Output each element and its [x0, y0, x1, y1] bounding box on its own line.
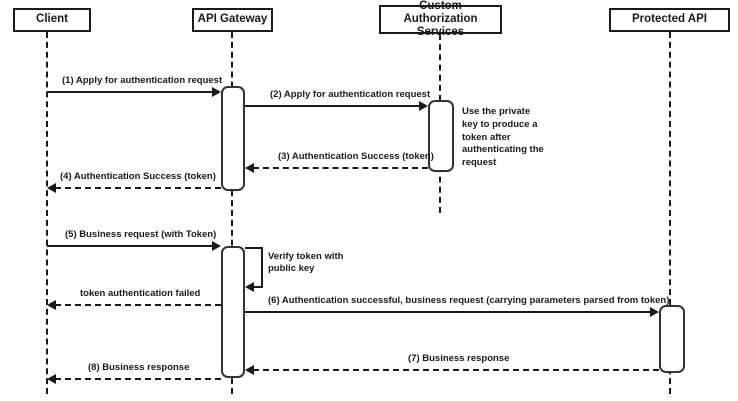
actor-protected-api-label: Protected API	[632, 13, 707, 26]
message-8-label: (8) Business response	[88, 362, 190, 373]
lifeline-api-gateway	[231, 32, 233, 394]
arrowhead-right-icon	[650, 307, 659, 317]
arrowhead-right-icon	[212, 241, 221, 251]
lifeline-client	[46, 32, 48, 394]
activation-protected-api	[659, 305, 685, 373]
message-2-label: (2) Apply for authentication request	[270, 89, 431, 100]
actor-client-label: Client	[36, 13, 68, 26]
arrowhead-left-icon	[47, 183, 56, 193]
lifeline-protected-api	[669, 32, 671, 394]
message-fail-line	[55, 304, 221, 306]
actor-custom-authorization-services-label: Custom Authorization Services	[403, 0, 478, 39]
message-1-label: (1) Apply for authentication request	[62, 75, 223, 86]
message-5-label: (5) Business request (with Token)	[65, 229, 217, 240]
message-6-label: (6) Authentication successful, business …	[268, 295, 670, 306]
actor-client: Client	[13, 8, 91, 32]
self-message-vertical-line	[261, 247, 263, 287]
note-private-key: Use the private key to produce a token a…	[462, 106, 544, 169]
actor-custom-authorization-services: Custom Authorization Services	[379, 0, 502, 38]
message-7-line	[253, 369, 659, 371]
arrowhead-left-icon	[47, 300, 56, 310]
message-4-label: (4) Authentication Success (token)	[60, 171, 216, 182]
message-3-line	[253, 167, 428, 169]
message-7-label: (7) Business response	[408, 353, 510, 364]
arrowhead-left-icon	[245, 365, 254, 375]
message-fail-label: token authentication failed	[80, 288, 201, 299]
message-2-line	[245, 105, 419, 107]
arrowhead-left-icon	[245, 282, 254, 292]
activation-api-gateway-business	[221, 246, 245, 378]
message-6-line	[245, 311, 650, 313]
arrowhead-left-icon	[47, 374, 56, 384]
message-3-label: (3) Authentication Success (token)	[278, 151, 434, 162]
self-message-return-line	[253, 286, 263, 288]
activation-custom-authorization-services	[428, 100, 454, 172]
actor-api-gateway: API Gateway	[192, 8, 273, 32]
arrowhead-right-icon	[212, 87, 221, 97]
message-1-line	[47, 91, 212, 93]
actor-protected-api: Protected API	[609, 8, 730, 32]
arrowhead-right-icon	[419, 101, 428, 111]
self-message-out-line	[245, 247, 263, 249]
self-message-label: Verify token with public key	[268, 251, 344, 274]
message-5-line	[47, 245, 212, 247]
message-4-line	[55, 187, 221, 189]
activation-api-gateway-auth	[221, 86, 245, 191]
message-8-line	[55, 378, 221, 380]
actor-api-gateway-label: API Gateway	[197, 13, 268, 26]
arrowhead-left-icon	[245, 163, 254, 173]
